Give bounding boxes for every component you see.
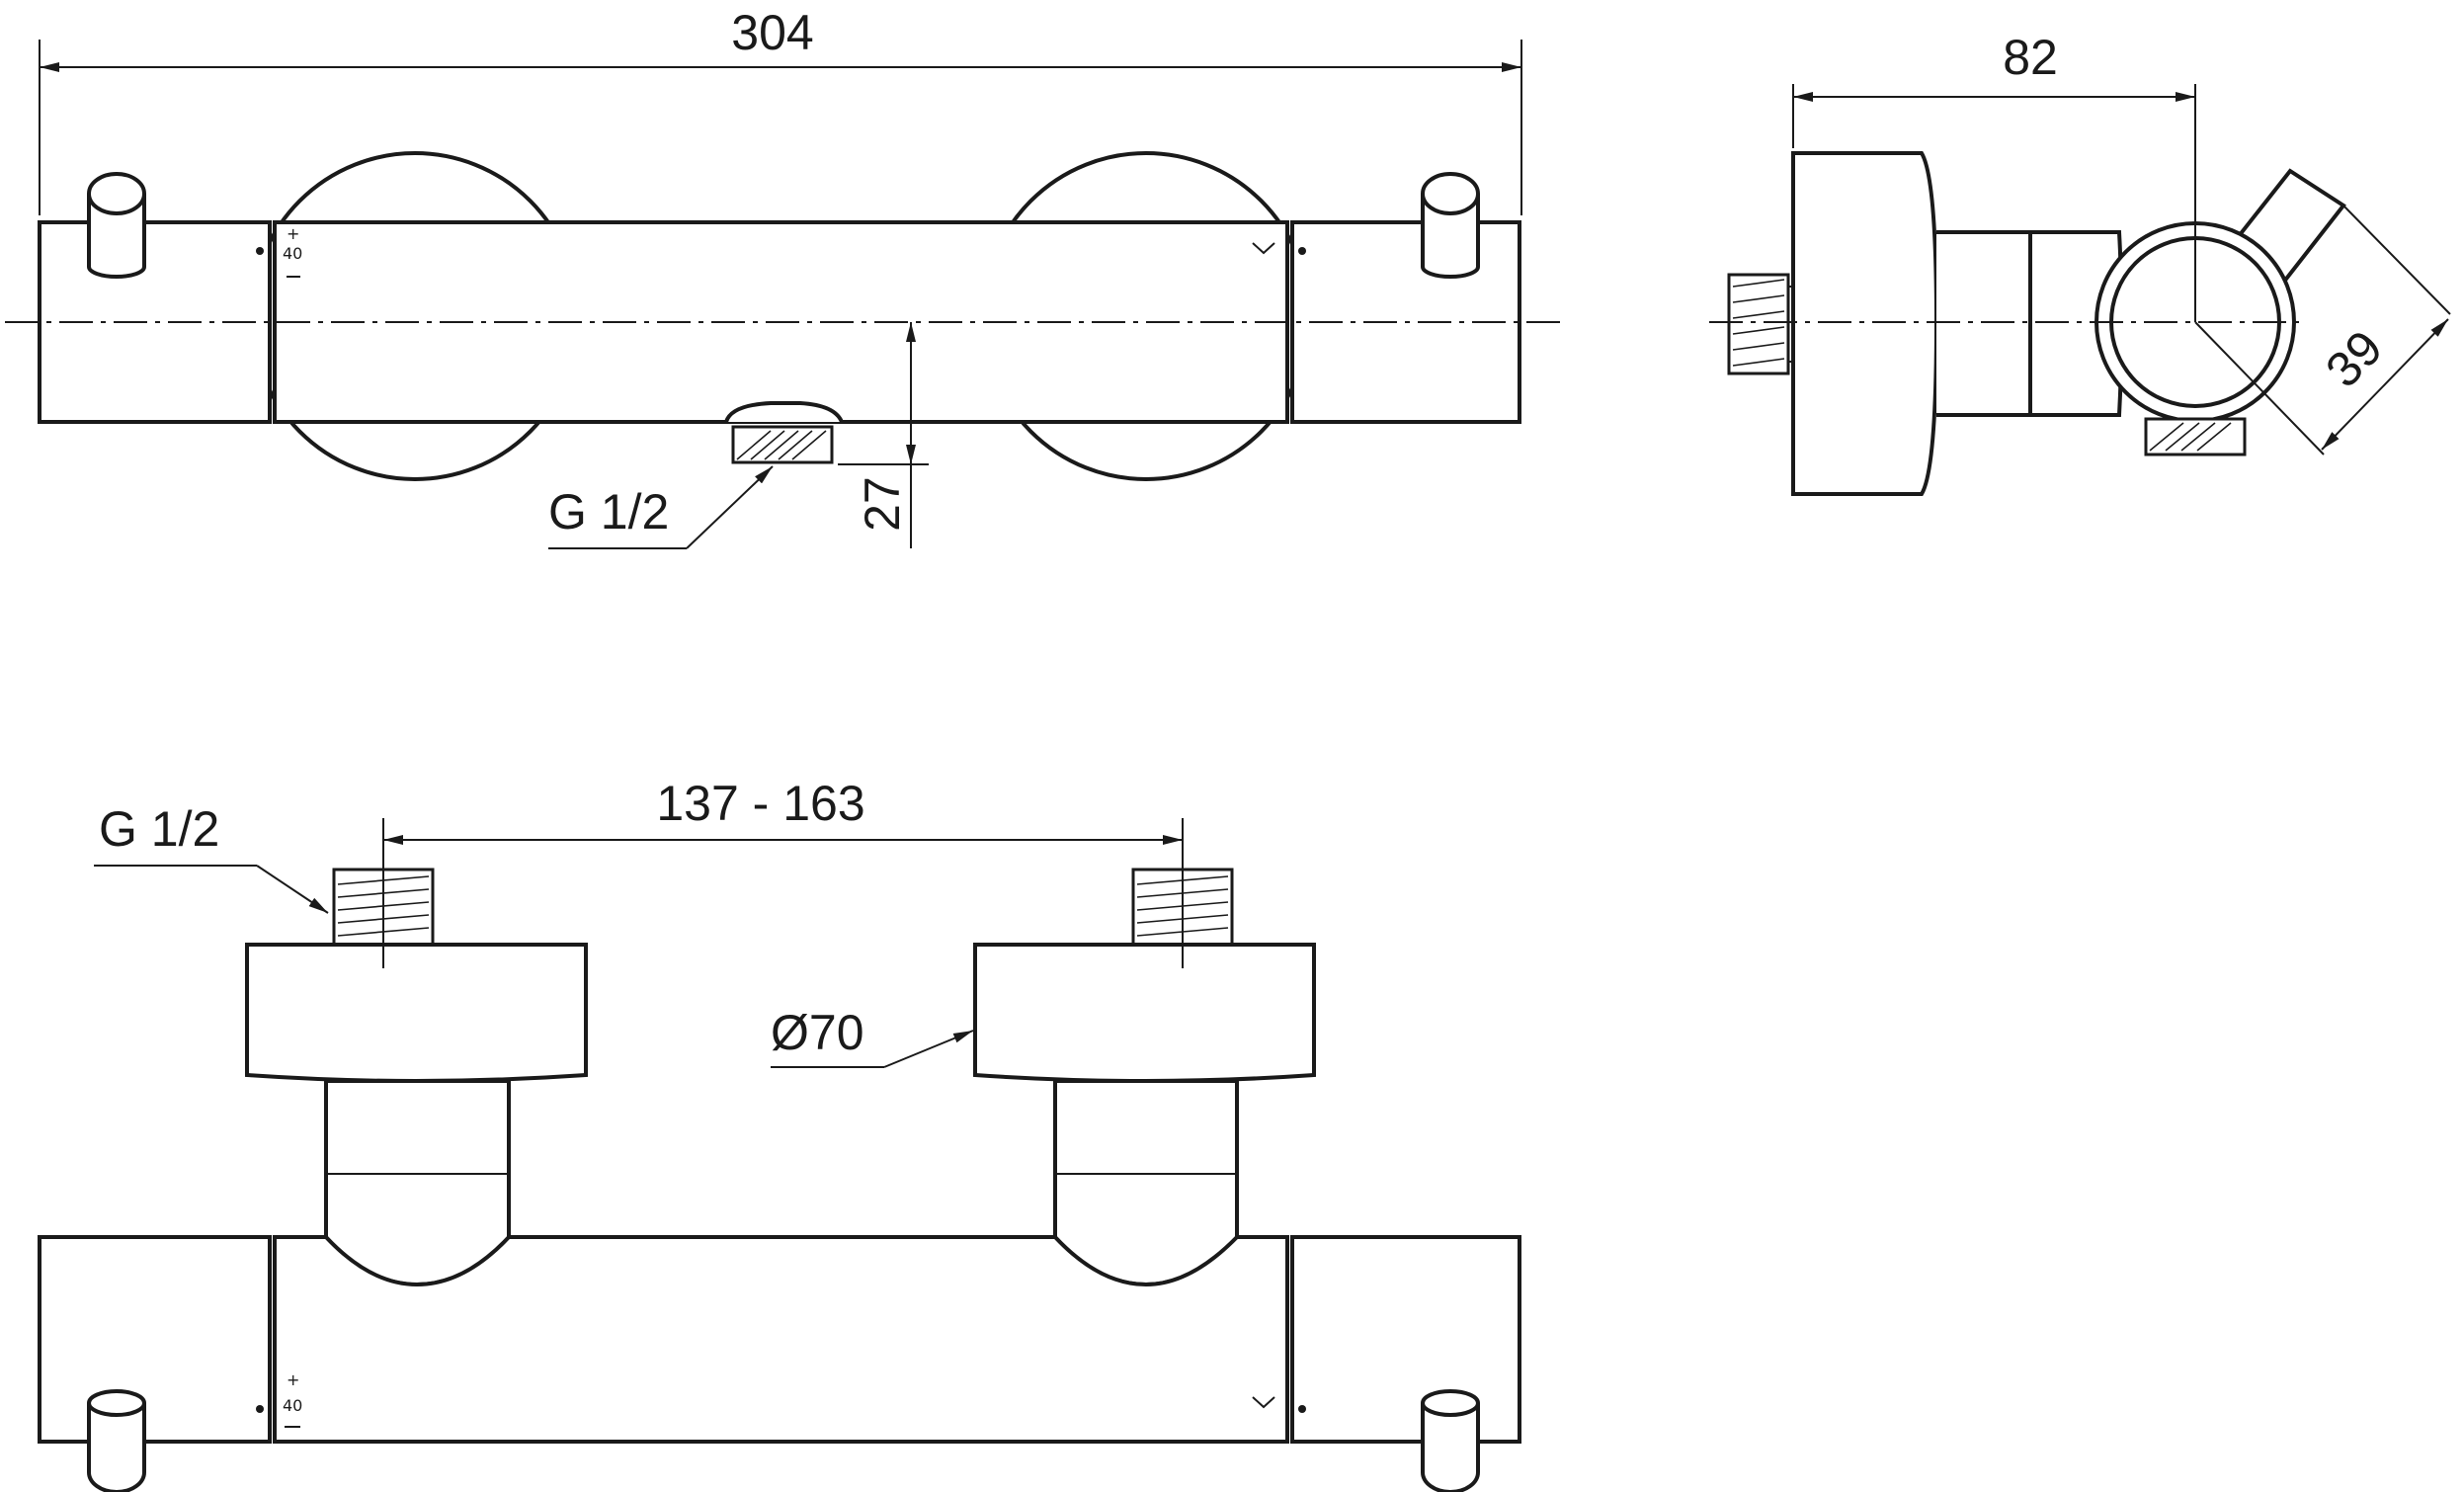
front-left-handle-body <box>38 1235 272 1444</box>
svg-text:39: 39 <box>2315 320 2393 398</box>
flow-chevron-icon <box>1252 242 1275 255</box>
left-knob-pin <box>87 172 146 279</box>
bottom-outlet-thread <box>724 401 844 464</box>
svg-text:27: 27 <box>855 476 910 532</box>
dimension-depth: 82 <box>1792 30 2195 148</box>
front-flow-chevron-icon <box>1252 1396 1275 1409</box>
svg-text:Ø70: Ø70 <box>771 1005 864 1060</box>
right-knob-pin <box>1421 172 1480 279</box>
front-main-bar-body <box>273 1235 1289 1444</box>
leader-inlet-thread: G 1/2 <box>94 801 329 914</box>
front-right-handle-body <box>1290 1235 1521 1444</box>
svg-text:137 - 163: 137 - 163 <box>656 776 864 831</box>
svg-text:G 1/2: G 1/2 <box>99 801 219 857</box>
side-outlet-thread <box>2144 417 2247 456</box>
front-view: + 40 137 - 163 G 1/2 Ø70 <box>38 776 1521 1492</box>
front-right-dot-marker <box>1298 1405 1306 1413</box>
side-neck <box>1936 230 2032 417</box>
left-dot-marker <box>256 247 264 255</box>
leader-outlet-thread: G 1/2 <box>548 465 774 549</box>
left-flange <box>245 943 588 1083</box>
top-view: + 40 304 27 <box>5 5 1563 549</box>
left-neck <box>324 1079 511 1287</box>
temperature-scale-mark: 40 <box>283 244 302 263</box>
dimension-overall-length: 304 <box>39 5 1522 215</box>
plus-mark: + <box>287 224 299 243</box>
svg-text:G 1/2: G 1/2 <box>548 484 669 539</box>
front-plus-mark: + <box>287 1370 299 1389</box>
dimension-outlet-offset: 27 <box>838 322 929 548</box>
leader-flange-diameter: Ø70 <box>771 1005 974 1068</box>
front-temperature-scale-mark: 40 <box>283 1396 302 1415</box>
dimension-inlet-spacing: 137 - 163 <box>383 776 1183 845</box>
side-view: 82 39 <box>1709 30 2451 496</box>
side-wall-flange <box>1791 151 1939 496</box>
front-right-knob-pin <box>1421 1389 1480 1492</box>
side-wall-thread <box>1727 273 1793 375</box>
front-left-knob-pin <box>87 1389 146 1492</box>
front-left-dot-marker <box>256 1405 264 1413</box>
right-neck <box>1053 1079 1239 1287</box>
svg-text:304: 304 <box>731 5 813 60</box>
right-flange <box>973 943 1316 1083</box>
svg-text:82: 82 <box>2003 30 2058 85</box>
right-dot-marker <box>1298 247 1306 255</box>
